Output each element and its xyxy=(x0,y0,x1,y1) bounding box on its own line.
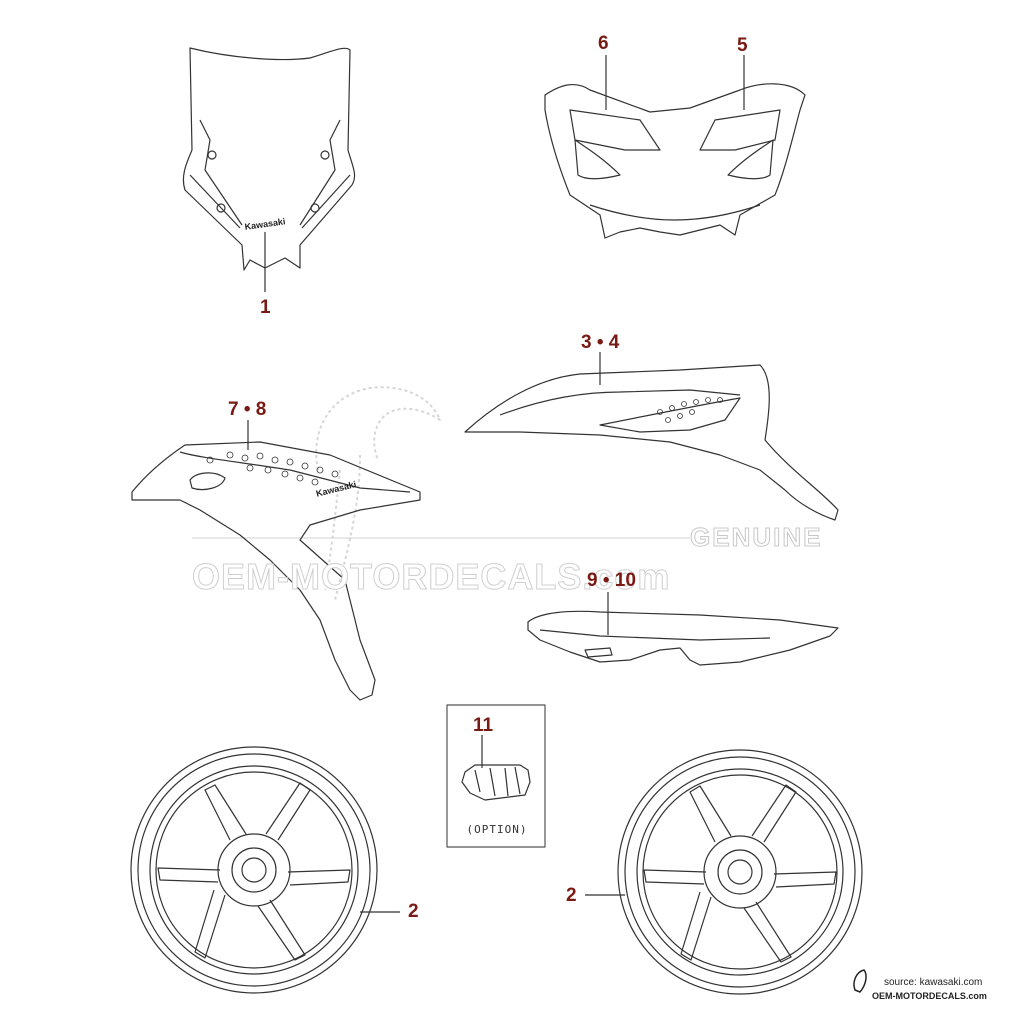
callout-part-1: 1 xyxy=(260,297,271,318)
watermark-site: OEM-MOTORDECALS.com xyxy=(191,556,671,598)
tail-cowl-part xyxy=(527,592,839,666)
callout-part-3-4: 3 • 4 xyxy=(581,332,620,353)
watermark-bird-icon xyxy=(315,386,441,601)
source-logo-icon xyxy=(853,969,867,993)
clip-part xyxy=(461,735,531,801)
left-wheel-part xyxy=(130,746,400,994)
callout-part-7-8: 7 • 8 xyxy=(228,399,267,420)
callout-part-11: 11 xyxy=(473,715,494,736)
right-wheel-part xyxy=(585,749,863,995)
front-cowl-part xyxy=(544,55,806,239)
watermark-genuine: GENUINE xyxy=(689,522,823,553)
callout-part-9-10: 9 • 10 xyxy=(587,570,636,591)
tank-shroud-part xyxy=(131,420,421,701)
source-site: OEM-MOTORDECALS.com xyxy=(872,991,987,1001)
callout-part-5: 5 xyxy=(737,35,748,56)
callout-part-6: 6 xyxy=(598,33,609,54)
side-fairing-part xyxy=(464,352,839,521)
callout-part-2-left: 2 xyxy=(408,901,419,922)
source-credit: source: kawasaki.com xyxy=(884,977,983,988)
option-label: (OPTION) xyxy=(466,823,528,836)
windshield-part xyxy=(182,47,356,292)
callout-part-2-right: 2 xyxy=(566,885,577,906)
